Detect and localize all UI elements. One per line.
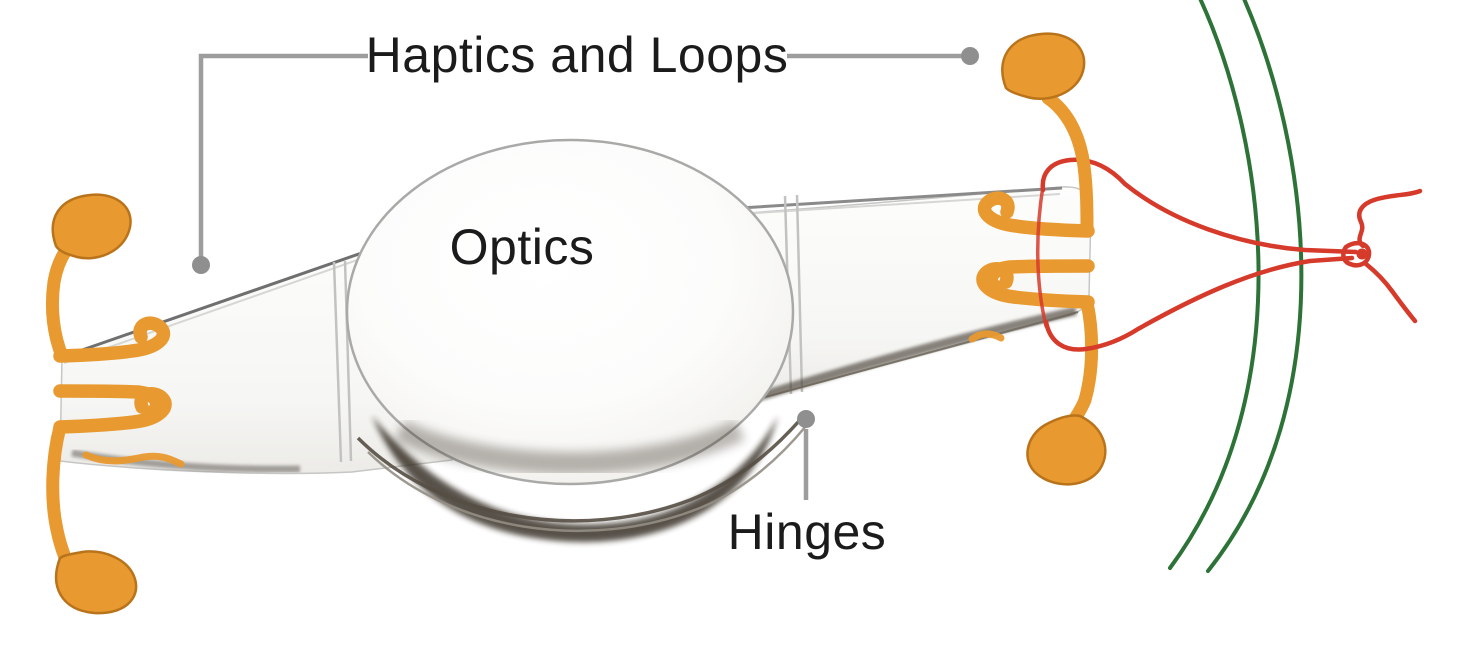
loop-paddles	[51, 32, 1107, 615]
label-hinges: Hinges	[728, 504, 887, 560]
hinge-motif-left	[53, 316, 172, 434]
loop-stem-bottom-left	[46, 420, 73, 567]
hinge-motifs	[53, 198, 1088, 468]
optic-rim-line-outer	[356, 418, 802, 523]
leader-dot-haptics-right	[961, 47, 979, 65]
suture-back	[1036, 157, 1359, 328]
suture-wrap-over-plate	[1036, 184, 1048, 328]
optic-bottom-crescent	[372, 416, 778, 543]
capsule-arc-outer	[1168, 0, 1261, 570]
leader-dot-haptics-left	[192, 256, 210, 274]
label-haptics-and-loops: Haptics and Loops	[366, 27, 789, 83]
loop-stem-bottom-right	[1067, 296, 1099, 427]
optic-body	[345, 138, 795, 486]
leader-dot-hinges	[797, 410, 815, 428]
capsule-arc-inner	[1206, 0, 1304, 573]
hinge-motif-mid-bar	[53, 384, 164, 419]
loop-paddle-bottom-right	[1026, 414, 1107, 486]
hinge-motif-top-hook	[53, 316, 171, 363]
left-plate-top-edge	[61, 237, 403, 359]
right-plate-top-edge	[739, 186, 1063, 210]
hinge-motif-bottom-hook	[53, 387, 172, 434]
label-optics: Optics	[450, 219, 595, 275]
loop-paddle-top-left	[51, 193, 132, 260]
leader-haptics-left	[198, 53, 368, 257]
suture-upper-loop	[1040, 157, 1359, 255]
right-plate-bottom-edge	[757, 311, 1079, 400]
haptic-loops	[45, 32, 1107, 615]
labels: Haptics and Loops Optics Hinges	[366, 27, 887, 560]
optic-bottom-smoke	[395, 420, 745, 475]
optic-rim-line-inner	[367, 425, 807, 533]
capsule-arcs	[1168, 0, 1304, 573]
suture-tail-lower	[1363, 261, 1418, 324]
suture-lower-loop	[1043, 255, 1355, 352]
leader-lines	[198, 53, 962, 500]
loop-stem-top-right	[1041, 91, 1094, 238]
suture-tail-upper	[1356, 188, 1423, 249]
optic-lens	[345, 138, 807, 543]
right-plate-bottom-shadow	[756, 306, 1077, 402]
leader-dots	[192, 47, 979, 428]
right-plate-edge-wire	[968, 330, 1005, 343]
loop-paddle-bottom-left	[54, 550, 138, 615]
left-hinge-groove	[332, 260, 353, 463]
suture-front	[1043, 188, 1423, 352]
left-plate-edge-wire	[82, 451, 185, 468]
suture-knot	[1356, 248, 1368, 260]
loop-paddle-top-right	[1001, 32, 1086, 100]
